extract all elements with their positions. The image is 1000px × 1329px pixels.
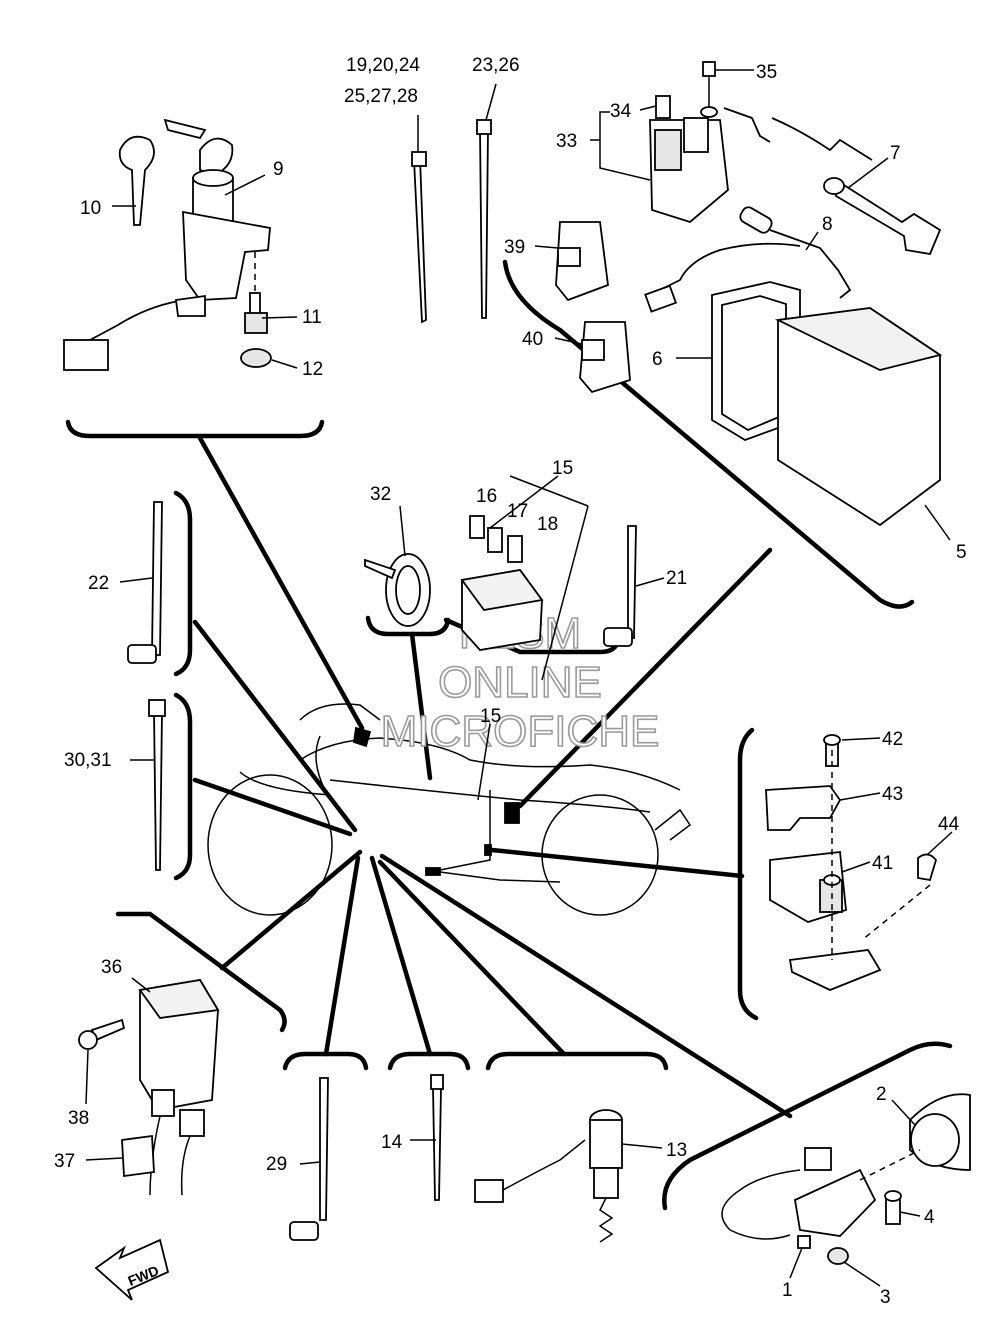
callout-36: 36 bbox=[101, 957, 122, 978]
callout-12: 12 bbox=[302, 359, 323, 380]
ignition-switch-assembly bbox=[63, 118, 272, 371]
callout-4: 4 bbox=[924, 1207, 935, 1228]
bracket-battery-group bbox=[502, 259, 915, 609]
callout-11: 11 bbox=[302, 307, 322, 328]
key-icon bbox=[118, 135, 155, 226]
callout-23-26: 23,26 bbox=[472, 55, 520, 76]
callout-33: 33 bbox=[556, 131, 577, 152]
cable-tie-23 bbox=[479, 129, 489, 319]
harness-marker bbox=[484, 844, 492, 856]
cable-tie-19 bbox=[413, 156, 427, 324]
callout-40: 40 bbox=[522, 329, 543, 350]
callout-10: 10 bbox=[80, 198, 101, 219]
watermark-line-2: ONLINE bbox=[438, 658, 602, 707]
bracket-band-14 bbox=[387, 1051, 471, 1071]
callout-32: 32 bbox=[370, 484, 391, 505]
band-29 bbox=[319, 1077, 329, 1221]
callout-39: 39 bbox=[504, 237, 525, 258]
callout-29: 29 bbox=[266, 1154, 287, 1175]
callout-17: 17 bbox=[507, 501, 528, 522]
callout-leaders bbox=[85, 69, 953, 1287]
watermark-line-3: MICROFICHE bbox=[381, 707, 660, 756]
group-brackets bbox=[65, 259, 953, 1211]
callout-30-31: 30,31 bbox=[64, 750, 112, 771]
callout-labels: 1 2 3 4 5 6 7 8 9 10 11 12 13 14 15 15 1… bbox=[54, 55, 967, 1308]
harness-marker bbox=[504, 802, 520, 824]
battery-assembly bbox=[555, 206, 943, 527]
throttle-sensor-assembly bbox=[721, 1093, 971, 1265]
starter-relay-assembly bbox=[649, 61, 942, 256]
fuse-box-assembly bbox=[364, 475, 589, 681]
harness-marker bbox=[425, 867, 441, 876]
motorcycle-outline bbox=[207, 703, 692, 916]
callout-35: 35 bbox=[756, 62, 777, 83]
callout-42: 42 bbox=[882, 729, 903, 750]
band-21 bbox=[627, 525, 637, 639]
leader-lines bbox=[192, 435, 793, 1119]
callout-16: 16 bbox=[476, 486, 497, 507]
callout-19-20-24: 19,20,24 bbox=[346, 55, 420, 76]
callout-7: 7 bbox=[890, 143, 901, 164]
harness-marker bbox=[353, 726, 372, 748]
callout-25-27-28: 25,27,28 bbox=[344, 86, 418, 107]
callout-8: 8 bbox=[822, 214, 833, 235]
regulator-assembly bbox=[78, 979, 220, 1196]
callout-18: 18 bbox=[537, 514, 558, 535]
callout-5: 5 bbox=[956, 542, 967, 563]
bracket-band-30 bbox=[173, 692, 193, 881]
bracket-band-22 bbox=[173, 490, 193, 677]
callout-22: 22 bbox=[88, 573, 109, 594]
bracket-lock-32 bbox=[365, 615, 451, 637]
callout-44: 44 bbox=[938, 814, 960, 835]
bracket-throttle-group bbox=[662, 1041, 953, 1211]
callout-41: 41 bbox=[872, 853, 893, 874]
band-30 bbox=[153, 711, 163, 871]
callout-43: 43 bbox=[882, 784, 903, 805]
fwd-arrow-icon: FWD bbox=[94, 1238, 170, 1301]
callout-15-harness: 15 bbox=[480, 706, 501, 727]
neutral-switch-assembly bbox=[474, 1109, 623, 1243]
callout-9: 9 bbox=[273, 159, 284, 180]
band-14 bbox=[432, 1087, 442, 1201]
callout-34: 34 bbox=[610, 101, 632, 122]
bracket-ignition-group bbox=[65, 419, 325, 439]
bracket-switch-13 bbox=[485, 1051, 669, 1071]
callout-37: 37 bbox=[54, 1151, 75, 1172]
callout-3: 3 bbox=[880, 1287, 891, 1308]
callout-13: 13 bbox=[666, 1140, 687, 1161]
callout-21: 21 bbox=[666, 568, 687, 589]
callout-15-fuse-box: 15 bbox=[552, 458, 573, 479]
callout-14: 14 bbox=[381, 1132, 403, 1153]
callout-1: 1 bbox=[782, 1280, 793, 1301]
callout-6: 6 bbox=[652, 349, 663, 370]
band-22 bbox=[151, 501, 163, 656]
cable-ties bbox=[127, 119, 637, 1241]
bracket-regulator-36 bbox=[115, 911, 287, 1033]
callout-2: 2 bbox=[876, 1084, 887, 1105]
callout-38: 38 bbox=[68, 1108, 89, 1129]
sensor-assembly bbox=[765, 734, 937, 991]
